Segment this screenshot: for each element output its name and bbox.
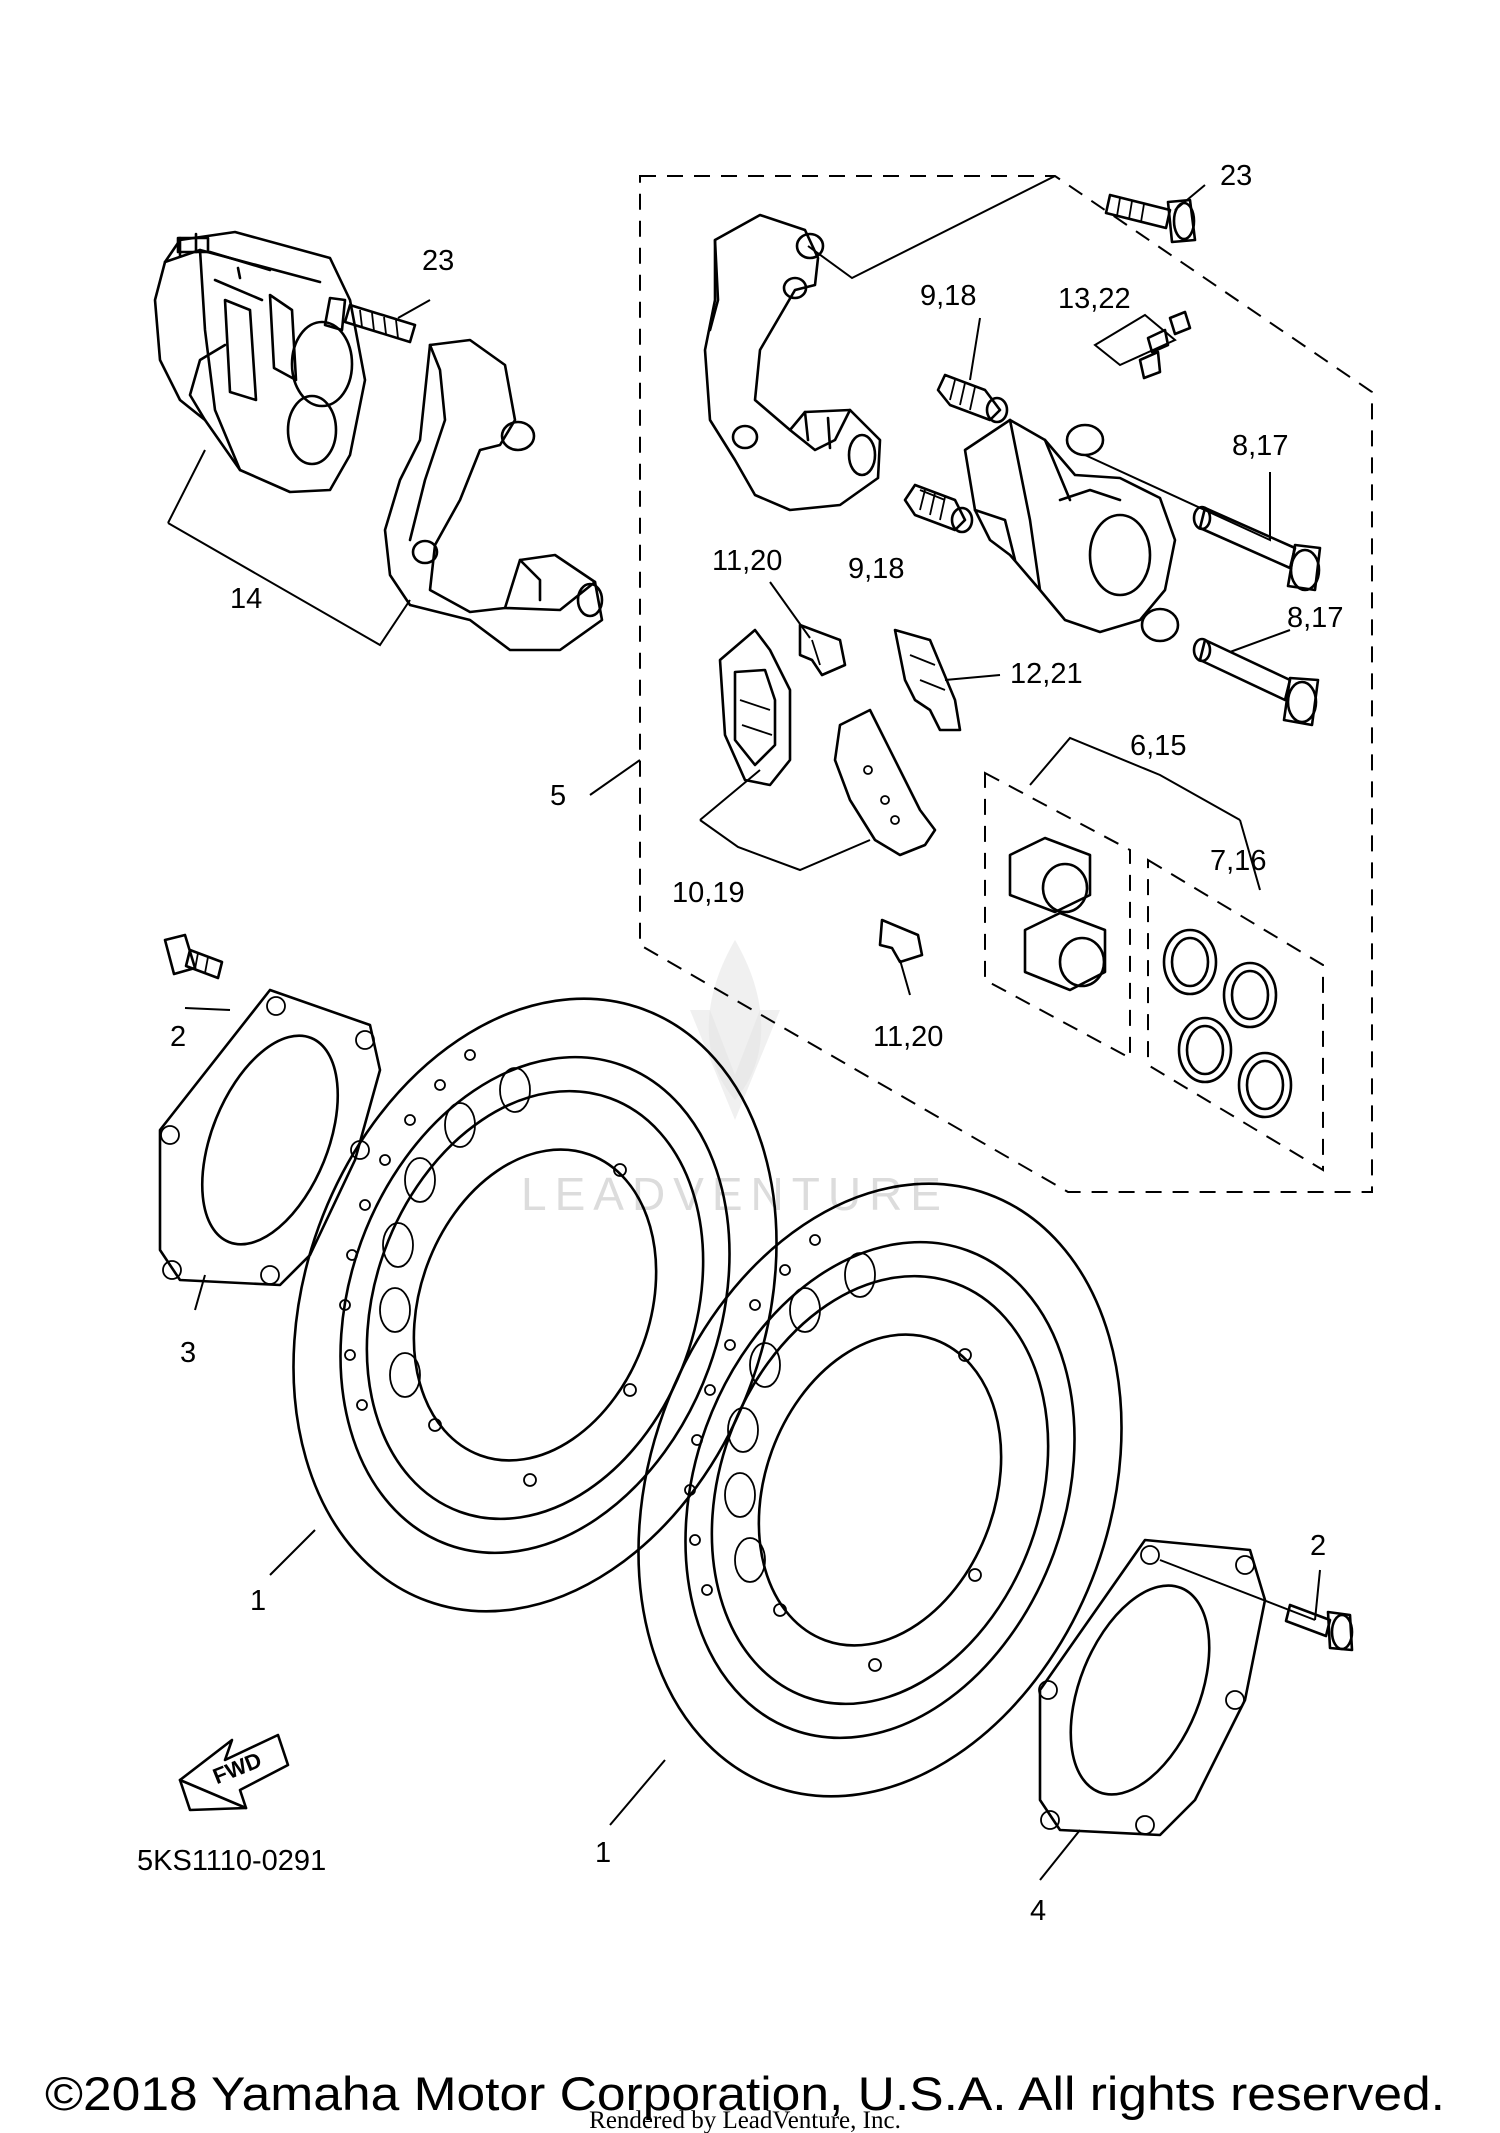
label-23-top: 23: [1220, 160, 1252, 192]
watermark-text: LEADVENTURE: [521, 1168, 949, 1220]
boot-9-18-upper: [936, 373, 1009, 424]
disc-cover-4: [1038, 1538, 1267, 1837]
label-1-right: 1: [595, 1837, 611, 1869]
disc-bolt-2-right: [1284, 1603, 1354, 1652]
left-bolt-23: [323, 296, 417, 344]
label-14: 14: [230, 583, 262, 615]
label-9-18-upper: 9,18: [920, 280, 976, 312]
label-10-19: 10,19: [672, 877, 745, 909]
left-caliper-bracket: [383, 338, 604, 652]
disc-bolt-2-left: [163, 933, 224, 980]
right-caliper-body: [963, 418, 1180, 643]
label-1-left: 1: [250, 1585, 266, 1617]
left-caliper-assembly: [153, 230, 367, 494]
label-7-16: 7,16: [1210, 845, 1266, 877]
label-2-right: 2: [1310, 1530, 1326, 1562]
label-8-17-upper: 8,17: [1232, 430, 1288, 462]
brake-pad-10-19-right: [833, 708, 937, 857]
leader-lines: [167, 175, 1321, 1881]
piston-6-15: [1008, 836, 1107, 992]
label-23-left: 23: [422, 245, 454, 277]
pistonseal-dashed-box-7-16: [1147, 858, 1324, 1172]
right-disc-holes: [684, 1234, 982, 1672]
label-12-21: 12,21: [1010, 658, 1083, 690]
brake-disc-1-right: [637, 1182, 1123, 1798]
guide-pin-8-17-lower: [1192, 637, 1320, 727]
label-2-left: 2: [170, 1021, 186, 1053]
guide-pin-8-17-upper: [1192, 505, 1322, 592]
copyright-notice: ©2018 Yamaha Motor Corporation, U.S.A. A…: [45, 2067, 1445, 2120]
left-disc-holes: [339, 1049, 637, 1487]
label-11-20-lower: 11,20: [873, 1021, 943, 1053]
label-5: 5: [550, 780, 566, 812]
label-8-17-lower: 8,17: [1287, 602, 1343, 634]
label-9-18-lower: 9,18: [848, 553, 904, 585]
label-3: 3: [180, 1337, 196, 1369]
label-13-22: 13,22: [1058, 283, 1131, 315]
disc-cover-3: [158, 988, 382, 1287]
leadventure-watermark: LEADVENTURE: [521, 940, 949, 1220]
fwd-arrow: FWD: [178, 1733, 290, 1812]
label-6-15: 6,15: [1130, 730, 1186, 762]
label-11-20-upper: 11,20: [712, 545, 782, 577]
label-4: 4: [1030, 1895, 1046, 1927]
diagram-code: 5KS1110-0291: [137, 1845, 326, 1877]
part-labels: 23 23 9,18 13,22 8,17 9,18 8,17 11,20 12…: [170, 160, 1343, 1927]
brake-pad-10-19-left: [718, 628, 792, 787]
bleed-screw-13-22: [1138, 310, 1192, 380]
pistonseal-dashed-box-6-15: [984, 771, 1131, 1060]
pad-spring-11-20-lower: [878, 918, 924, 964]
rendered-by-notice: Rendered by LeadVenture, Inc.: [589, 2107, 901, 2133]
brake-disc-1-left: [292, 997, 778, 1613]
boot-9-18-lower: [903, 483, 974, 534]
pad-spring-11-20-upper: [798, 623, 847, 677]
right-caliper-bracket: [703, 213, 882, 512]
right-bolt-23: [1104, 193, 1197, 244]
piston-seal-7-16: [1162, 928, 1293, 1119]
pad-support-12-21: [893, 628, 962, 732]
